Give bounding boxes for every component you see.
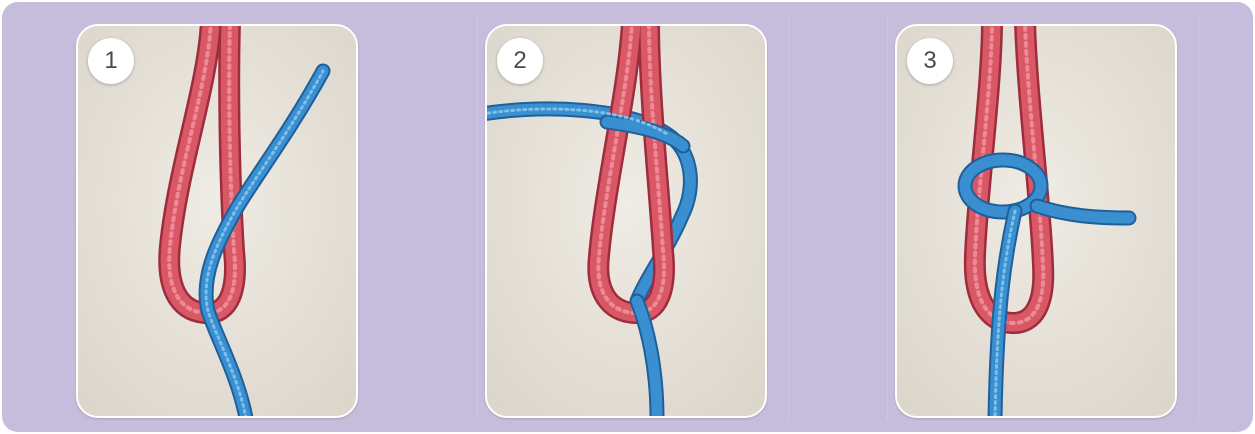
step-number-badge: 3 [907,38,953,84]
step-3-photo: 3 [895,24,1177,418]
column-divider [477,14,478,420]
step-1-photo: 1 [76,24,358,418]
step-1-knot-illustration [78,26,356,416]
column-divider [887,14,888,420]
step-2-photo: 2 [485,24,767,418]
step-2-knot-illustration [487,26,765,416]
step-number-badge: 2 [497,38,543,84]
step-number-badge: 1 [88,38,134,84]
step-3-knot-illustration [897,26,1175,416]
column-divider [788,14,789,420]
column-divider [1198,14,1199,420]
